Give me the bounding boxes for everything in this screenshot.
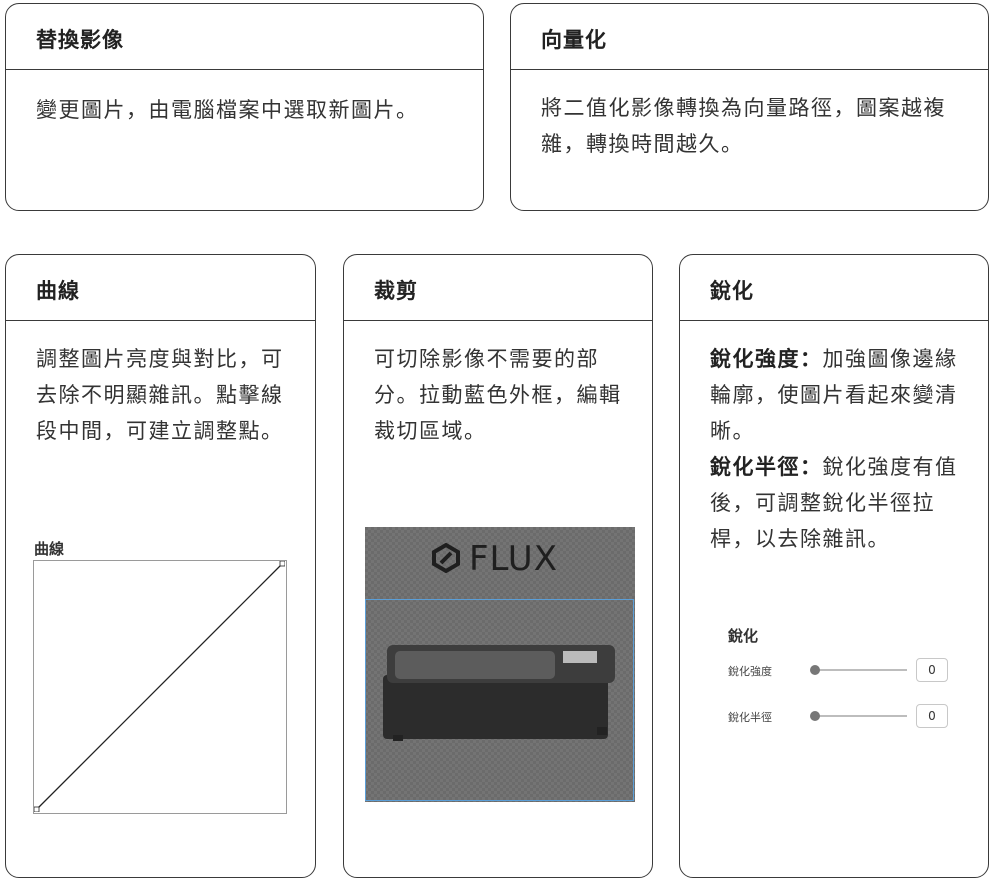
card-description: 將二值化影像轉換為向量路徑，圖案越複雜，轉換時間越久。 [541,96,946,156]
crop-preview-image[interactable]: FLUX [365,527,635,802]
sharpen-radius-track[interactable] [812,715,907,717]
curve-end-handle [279,561,285,567]
sharpen-radius-term: 銳化半徑： [710,455,823,479]
laser-machine-image [383,645,615,741]
vectorize-card: 向量化 將二值化影像轉換為向量路徑，圖案越複雜，轉換時間越久。 [510,3,989,211]
sharpen-strength-slider-knob[interactable] [810,665,820,675]
card-header: 替換影像 [6,4,483,70]
curves-card: 曲線 調整圖片亮度與對比，可去除不明顯雜訊。點擊線段中間，可建立調整點。 曲線 [5,254,316,878]
crop-frame[interactable] [365,599,634,801]
sharpen-card: 銳化 銳化強度：加強圖像邊緣輪廓，使圖片看起來變清晰。 銳化半徑：銳化強度有值後… [679,254,989,878]
sharpen-strength-label: 銳化強度 [728,665,772,678]
sharpen-widget-title: 銳化 [728,627,759,645]
card-title: 向量化 [541,28,607,52]
flux-logo-icon [432,543,460,573]
curve-widget-label: 曲線 [34,540,65,558]
crop-card: 裁剪 可切除影像不需要的部分。拉動藍色外框，編輯裁切區域。 FLUX [343,254,653,878]
card-title: 裁剪 [374,279,418,303]
card-header: 曲線 [6,255,315,321]
card-description: 變更圖片，由電腦檔案中選取新圖片。 [36,98,419,122]
sharpen-radius-input[interactable]: 0 [916,704,948,728]
curve-start-handle [34,806,40,812]
sharpen-strength-input[interactable]: 0 [916,658,948,682]
sharpen-strength-term: 銳化強度： [710,347,823,371]
curve-line [35,562,284,811]
replace-image-card: 替換影像 變更圖片，由電腦檔案中選取新圖片。 [5,3,484,211]
card-description: 調整圖片亮度與對比，可去除不明顯雜訊。點擊線段中間，可建立調整點。 [36,347,284,443]
card-header: 向量化 [511,4,988,70]
card-title: 曲線 [36,279,80,303]
sharpen-strength-track[interactable] [812,669,907,671]
curve-editor[interactable] [33,560,287,814]
card-title: 銳化 [710,279,754,303]
card-header: 裁剪 [344,255,652,321]
sharpen-radius-label: 銳化半徑 [728,711,772,724]
card-description: 銳化強度：加強圖像邊緣輪廓，使圖片看起來變清晰。 銳化半徑：銳化強度有值後，可調… [710,341,968,557]
sharpen-strength-desc: 加強圖像邊緣輪廓，使圖片看起來變清晰。 [710,347,958,443]
card-title: 替換影像 [36,28,124,52]
sharpen-radius-desc: 銳化強度有值後，可調整銳化半徑拉桿，以去除雜訊。 [710,455,958,551]
card-header: 銳化 [680,255,988,321]
flux-logo-text: FLUX [469,539,558,579]
sharpen-radius-slider-knob[interactable] [810,711,820,721]
card-description: 可切除影像不需要的部分。拉動藍色外框，編輯裁切區域。 [374,347,622,443]
